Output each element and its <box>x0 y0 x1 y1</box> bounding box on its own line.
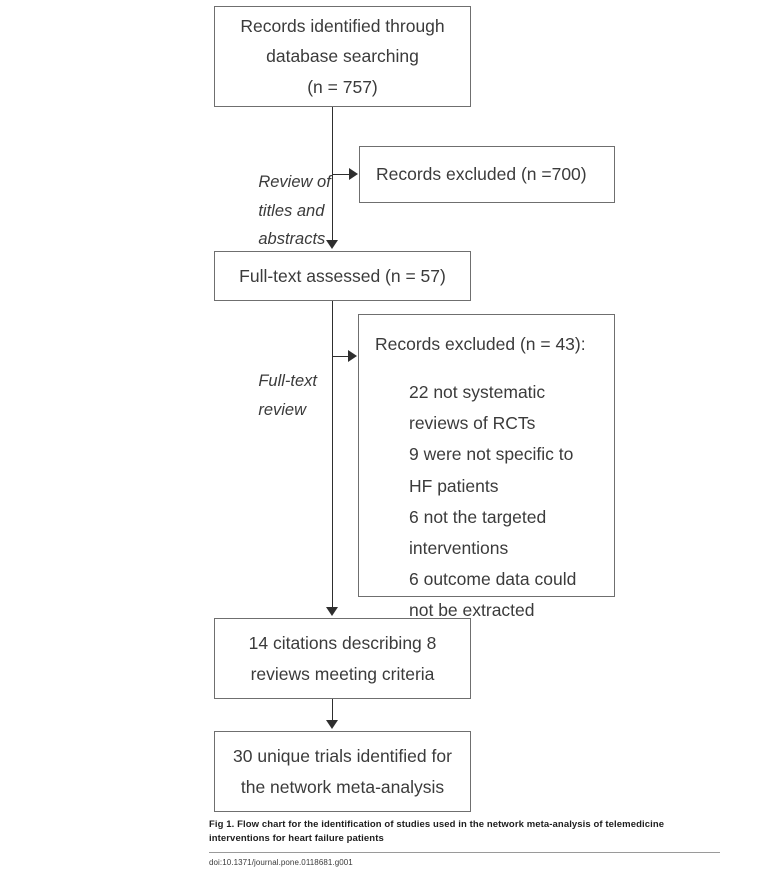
exclusion-reason-line-8: not be extracted <box>409 600 535 621</box>
side-label-fulltext-review-line-1: Full-text <box>258 372 318 391</box>
side-label-screening: Review of titles and abstracts <box>240 140 330 282</box>
connector-branch-fulltext-exclusions <box>332 356 349 357</box>
arrow-head-right-icon <box>348 350 357 362</box>
side-label-screening-line-1: Review of <box>258 173 331 192</box>
side-label-screening-line-3: abstracts <box>258 230 326 249</box>
box-trials-included-line-1: 30 unique trials identified for <box>233 746 452 767</box>
box-trials-included-line-2: the network meta-analysis <box>240 776 445 797</box>
exclusion-reason-line-7: 6 outcome data could <box>409 568 577 589</box>
box-citations-included-line-2: reviews meeting criteria <box>250 663 435 684</box>
box-records-excluded-screening: Records excluded (n =700) <box>359 146 615 203</box>
exclusion-reason-line-5: 6 not the targeted <box>409 506 547 527</box>
box-records-identified: Records identified through database sear… <box>214 6 471 107</box>
exclusion-reason-line-1: 22 not systematic <box>409 382 546 403</box>
figure-caption-title: Fig 1. Flow chart for the identification… <box>209 819 665 844</box>
box-records-excluded-fulltext: Records excluded (n = 43): 22 not system… <box>358 314 615 620</box>
exclusion-reasons-list: 22 not systematic reviews of RCTs 9 were… <box>375 377 576 626</box>
side-label-fulltext-review: Full-text review <box>240 339 330 453</box>
box-fulltext-assessed: Full-text assessed (n = 57) <box>214 251 471 301</box>
box-fulltext-assessed-line-1: Full-text assessed (n = 57) <box>239 265 446 286</box>
side-label-screening-line-2: titles and <box>258 201 325 220</box>
box-records-excluded-fulltext-header: Records excluded (n = 43): <box>375 334 586 354</box>
figure-doi: doi:10.1371/journal.pone.0118681.g001 <box>209 857 353 867</box>
box-records-identified-line-1: Records identified through <box>240 16 445 37</box>
connector-citations-to-trials <box>332 699 333 721</box>
box-records-identified-line-2: database searching <box>266 46 419 67</box>
arrow-head-down-icon <box>326 607 338 616</box>
connector-fulltext-to-citations <box>332 301 333 608</box>
box-citations-included: 14 citations describing 8 reviews meetin… <box>214 618 471 699</box>
box-records-excluded-screening-line-1: Records excluded (n =700) <box>376 164 587 185</box>
arrow-head-down-icon <box>326 240 338 249</box>
arrow-head-right-icon <box>349 168 358 180</box>
arrow-head-down-icon <box>326 720 338 729</box>
figure-caption-block: Fig 1. Flow chart for the identification… <box>209 818 721 867</box>
box-records-identified-line-3: (n = 757) <box>307 76 378 97</box>
box-trials-included: 30 unique trials identified for the netw… <box>214 731 471 812</box>
caption-divider <box>209 851 720 853</box>
side-label-fulltext-review-line-2: review <box>258 400 307 419</box>
exclusion-reason-line-6: interventions <box>409 537 509 558</box>
box-citations-included-line-1: 14 citations describing 8 <box>248 633 437 654</box>
exclusion-reason-line-2: reviews of RCTs <box>409 413 536 434</box>
exclusion-reason-line-3: 9 were not specific to <box>409 444 574 465</box>
connector-branch-screening-exclusions <box>332 174 350 175</box>
exclusion-reason-line-4: HF patients <box>409 475 499 496</box>
